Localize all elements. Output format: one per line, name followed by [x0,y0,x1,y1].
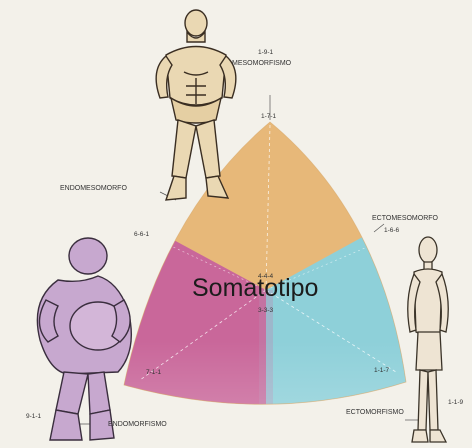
code-bottom-right-outer: 1-1-9 [448,399,464,406]
label-ectomesomorfo: ECTOMESOMORFO [372,215,439,222]
label-mesomorfismo: MESOMORFISMO [232,60,292,67]
endomorph-figure-illustration [37,238,131,440]
code-top-inner: 1-7-1 [261,113,277,120]
diagram-title: Somatotipo [192,274,318,302]
ectomorph-figure-illustration [408,237,449,442]
code-bottom-right-inner: 1-1-7 [374,367,390,374]
code-left-mid: 6-6-1 [134,231,150,238]
label-endomorfismo: ENDOMORFISMO [108,421,167,428]
label-endomesomorfo: ENDOMESOMORFO [60,185,127,192]
code-bottom-left-outer: 9-1-1 [26,413,42,420]
code-right-mid: 1-6-6 [384,227,400,234]
label-ectomorfismo: ECTOMORFISMO [346,409,404,416]
code-center-lower: 3-3-3 [258,307,274,314]
code-top-outer: 1-9-1 [258,49,274,56]
code-bottom-left-inner: 7-1-1 [146,369,162,376]
